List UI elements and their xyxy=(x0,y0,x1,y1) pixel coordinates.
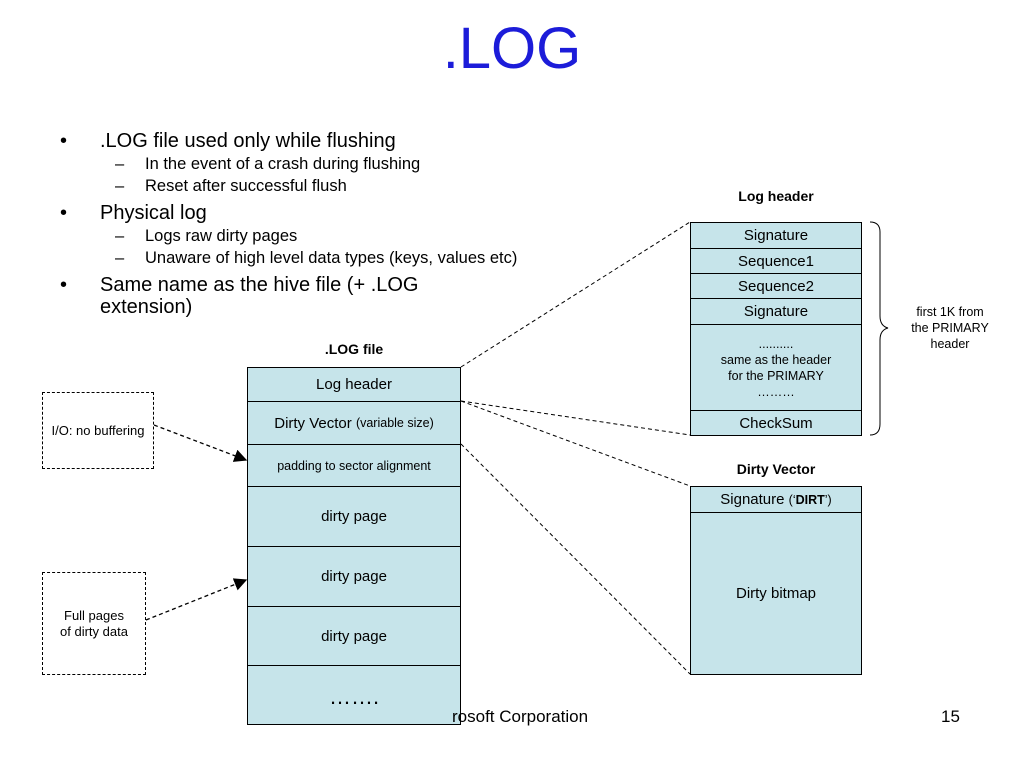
signature-text: Signature xyxy=(720,491,785,508)
dirty-vector-row: Dirty Vector (variable size) xyxy=(247,401,461,445)
dirty-vector-label: Dirty Vector xyxy=(736,461,816,477)
signature-close: ’) xyxy=(824,492,832,507)
dirty-page-row: dirty page xyxy=(247,606,461,666)
padding-row: padding to sector alignment xyxy=(247,444,461,487)
dirty-page-row: dirty page xyxy=(247,546,461,607)
io-arrow xyxy=(153,424,248,462)
log-header-label: Log header xyxy=(738,188,814,204)
more-pages-row: ……. xyxy=(247,665,461,725)
signature-value: DIRT xyxy=(795,492,825,507)
sequence2-row: Sequence2 xyxy=(690,273,862,299)
sub-bullet-item: –In the event of a crash during flushing xyxy=(115,155,421,173)
brace-icon xyxy=(869,221,889,436)
page-number: 15 xyxy=(941,707,960,726)
zoom-line xyxy=(460,400,691,436)
sub-bullet-text: In the event of a crash during flushing xyxy=(145,155,421,173)
bullet-item: •.LOG file used only while flushing xyxy=(60,130,396,152)
sub-bullet-text: Reset after successful flush xyxy=(145,177,347,195)
zoom-line xyxy=(460,400,691,487)
pages-arrow xyxy=(145,578,248,621)
sub-bullet-text: Logs raw dirty pages xyxy=(145,227,298,245)
footer-company: rosoft Corporation xyxy=(452,707,589,726)
sub-bullet-text: Unaware of high level data types (keys, … xyxy=(145,249,518,267)
dirty-vector-signature-row: Signature (‘DIRT’) xyxy=(690,486,862,513)
sub-bullet-item: –Reset after successful flush xyxy=(115,177,347,195)
zoom-line xyxy=(460,443,691,675)
dirty-bitmap-row: Dirty bitmap xyxy=(690,512,862,675)
bullet-item: •Physical log xyxy=(60,202,207,224)
bullet-text: Physical log xyxy=(100,202,207,224)
signature-row: Signature xyxy=(690,222,862,249)
sub-bullet-item: –Unaware of high level data types (keys,… xyxy=(115,249,518,267)
full-pages-note: Full pages of dirty data xyxy=(42,572,146,675)
bullet-text: .LOG file used only while flushing xyxy=(100,130,396,152)
bullet-list: •.LOG file used only while flushing –In … xyxy=(60,130,570,320)
dirty-page-row: dirty page xyxy=(247,486,461,547)
bullet-text: Same name as the hive file (+ .LOG exten… xyxy=(100,274,419,318)
checksum-row: CheckSum xyxy=(690,410,862,436)
sub-bullet-item: –Logs raw dirty pages xyxy=(115,227,298,245)
bullet-item: •Same name as the hive file (+ .LOG exte… xyxy=(60,274,419,318)
io-note: I/O: no buffering xyxy=(42,392,154,469)
dirty-vector-text: Dirty Vector xyxy=(274,414,352,432)
signature-row: Signature xyxy=(690,298,862,325)
brace-note: first 1K from the PRIMARY header xyxy=(911,305,989,351)
signature-open: (‘ xyxy=(788,492,796,507)
dirty-vector-size-note: (variable size) xyxy=(355,416,434,430)
log-file-label: .LOG file xyxy=(324,341,384,357)
sequence1-row: Sequence1 xyxy=(690,248,862,274)
slide-title: .LOG xyxy=(442,16,582,81)
header-body-row: .......... same as the header for the PR… xyxy=(690,324,862,411)
log-header-row: Log header xyxy=(247,367,461,402)
